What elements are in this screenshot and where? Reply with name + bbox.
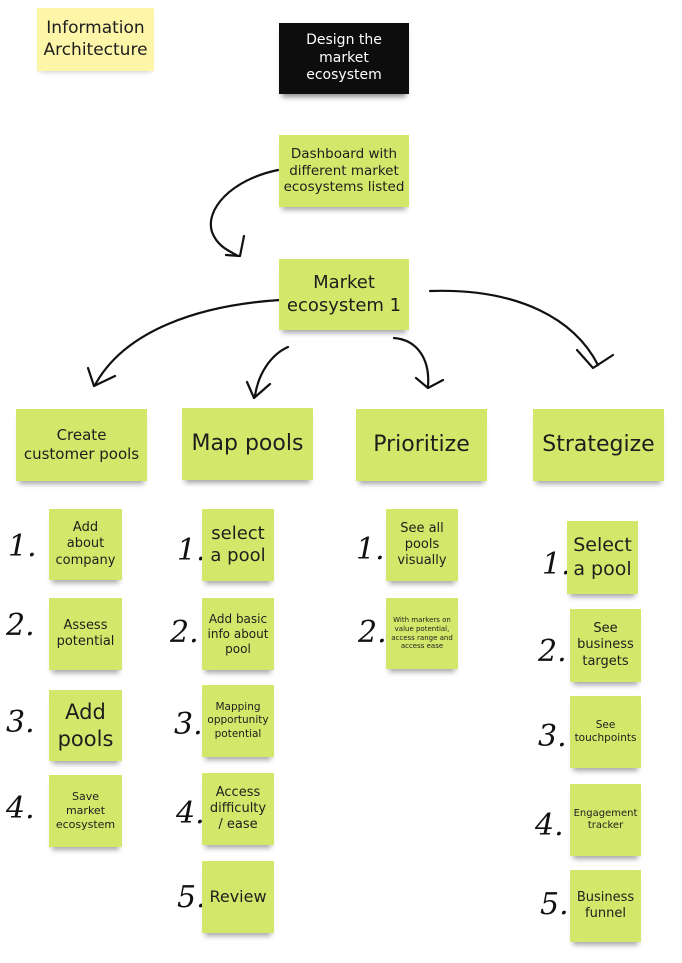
dashboard-note: Dashboard with different market ecosyste…	[279, 135, 409, 207]
step-note: Mapping opportunity potential	[202, 685, 274, 757]
header-create-customer-pools: Create customer pools	[16, 409, 147, 481]
arrow-to-map-pools	[253, 345, 290, 398]
arrow-to-create-pools	[93, 298, 282, 387]
arrowhead-map-pools	[245, 380, 272, 400]
step-number: 2.	[358, 615, 387, 650]
arrow-to-prioritize	[392, 336, 430, 388]
header-prioritize: Prioritize	[356, 409, 487, 481]
step-number: 5.	[540, 887, 569, 922]
arrowhead-dashboard	[224, 234, 246, 258]
arrowhead-strategize	[575, 348, 615, 370]
step-note: Add about company	[49, 509, 122, 580]
root-note: Design the market ecosystem	[279, 23, 409, 94]
step-number: 2.	[538, 634, 567, 669]
step-note: Engagement tracker	[570, 784, 641, 856]
ecosystem-note: Market ecosystem 1	[279, 259, 409, 330]
step-note: Add basic info about pool	[202, 598, 274, 670]
step-number: 1.	[8, 529, 37, 564]
step-note: Add pools	[49, 690, 122, 761]
step-note: Review	[202, 861, 274, 933]
step-note: With markers on value potential, access …	[386, 598, 458, 669]
header-strategize: Strategize	[533, 409, 664, 481]
title-note: Information Architecture	[37, 8, 154, 71]
step-number: 1.	[177, 533, 206, 568]
step-number: 3.	[174, 707, 203, 742]
step-number: 4.	[6, 791, 35, 826]
arrow-dashboard-to-ecosystem	[209, 168, 280, 258]
header-map-pools: Map pools	[182, 408, 313, 480]
step-note: Access difficulty / ease	[202, 773, 274, 845]
step-number: 1.	[542, 547, 571, 582]
step-note: select a pool	[202, 509, 274, 581]
step-number: 4.	[535, 808, 564, 843]
arrowhead-create-pools	[86, 366, 117, 388]
arrowhead-prioritize	[414, 376, 445, 390]
step-number: 5.	[177, 880, 206, 915]
step-number: 2.	[6, 608, 35, 643]
step-number: 4.	[176, 796, 205, 831]
step-number: 1.	[356, 532, 385, 567]
step-note: See touchpoints	[570, 696, 641, 768]
step-note: See business targets	[570, 609, 641, 682]
step-number: 3.	[6, 705, 35, 740]
arrow-to-strategize	[428, 289, 600, 367]
step-number: 2.	[170, 615, 199, 650]
step-note: Assess potential	[49, 598, 122, 670]
step-note: Business funnel	[570, 870, 641, 942]
step-number: 3.	[538, 719, 567, 754]
step-note: Save market ecosystem	[49, 775, 122, 847]
step-note: See all pools visually	[386, 509, 458, 581]
step-note: Select a pool	[567, 521, 638, 594]
